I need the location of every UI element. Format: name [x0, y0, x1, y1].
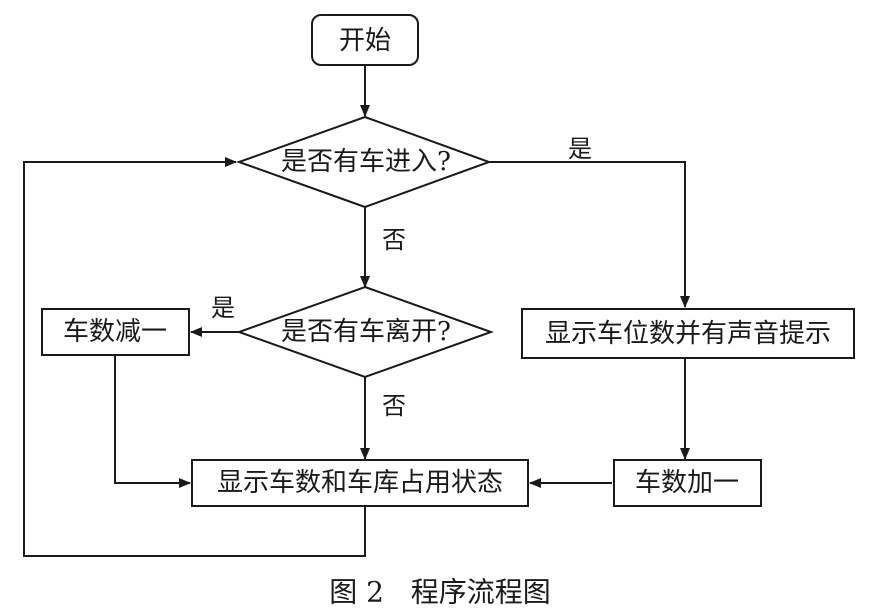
start-node: 开始	[311, 14, 419, 66]
decrement-label: 车数减一	[63, 317, 167, 347]
edge-label-leave-yes: 是	[211, 294, 235, 322]
edge-label-enter-no: 否	[382, 226, 406, 254]
show-count-sound-label: 显示车位数并有声音提示	[545, 319, 831, 349]
edge-decrement-to-status	[114, 355, 191, 488]
show-status-node: 显示车数和车库占用状态	[191, 459, 529, 507]
start-node-label: 开始	[339, 26, 391, 56]
edge-label-enter-yes: 是	[568, 135, 592, 163]
figure-caption: 图 2 程序流程图	[329, 576, 550, 609]
enter-decision-node: 是否有车进入?	[236, 115, 492, 209]
edge-loop-back	[23, 157, 366, 557]
increment-node: 车数加一	[613, 459, 762, 507]
show-status-label: 显示车数和车库占用状态	[217, 468, 503, 498]
show-count-sound-node: 显示车位数并有声音提示	[521, 308, 855, 359]
decrement-node: 车数减一	[41, 308, 190, 356]
leave-decision-label: 是否有车离开?	[281, 317, 451, 347]
leave-decision-node: 是否有车离开?	[236, 285, 494, 379]
edge-label-leave-no: 否	[382, 392, 406, 420]
edge-enter-yes	[489, 161, 690, 308]
enter-decision-label: 是否有车进入?	[281, 147, 451, 177]
increment-label: 车数加一	[635, 468, 739, 498]
